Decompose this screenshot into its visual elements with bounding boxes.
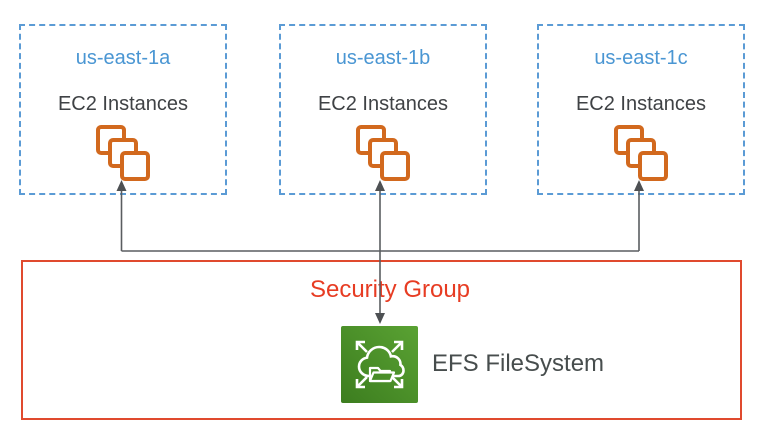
security-group-label: Security Group [309, 276, 471, 303]
instance-square-front-icon [120, 151, 150, 181]
efs-filesystem-label: EFS FileSystem [432, 350, 605, 377]
ec2-instances-icon [96, 125, 150, 181]
az-box-us-east-1b: us-east-1b EC2 Instances [279, 24, 487, 195]
ec2-instances-label: EC2 Instances [575, 93, 707, 115]
efs-cloud-folder-expand-icon [341, 326, 418, 403]
efs-icon-background [341, 326, 418, 403]
az-box-us-east-1a: us-east-1a EC2 Instances [19, 24, 227, 195]
az-name-label: us-east-1b [335, 47, 431, 69]
efs-icon [341, 326, 418, 403]
instance-square-front-icon [638, 151, 668, 181]
instance-square-front-icon [380, 151, 410, 181]
az-box-us-east-1c: us-east-1c EC2 Instances [537, 24, 745, 195]
expand-arrows-icon [355, 340, 404, 389]
folder-icon [368, 366, 396, 383]
ec2-instances-icon [356, 125, 410, 181]
ec2-instances-label: EC2 Instances [317, 93, 449, 115]
ec2-instances-label: EC2 Instances [57, 93, 189, 115]
az-name-label: us-east-1a [75, 47, 171, 69]
az-name-label: us-east-1c [594, 47, 688, 69]
cloud-icon [357, 345, 405, 378]
ec2-instances-icon [614, 125, 668, 181]
